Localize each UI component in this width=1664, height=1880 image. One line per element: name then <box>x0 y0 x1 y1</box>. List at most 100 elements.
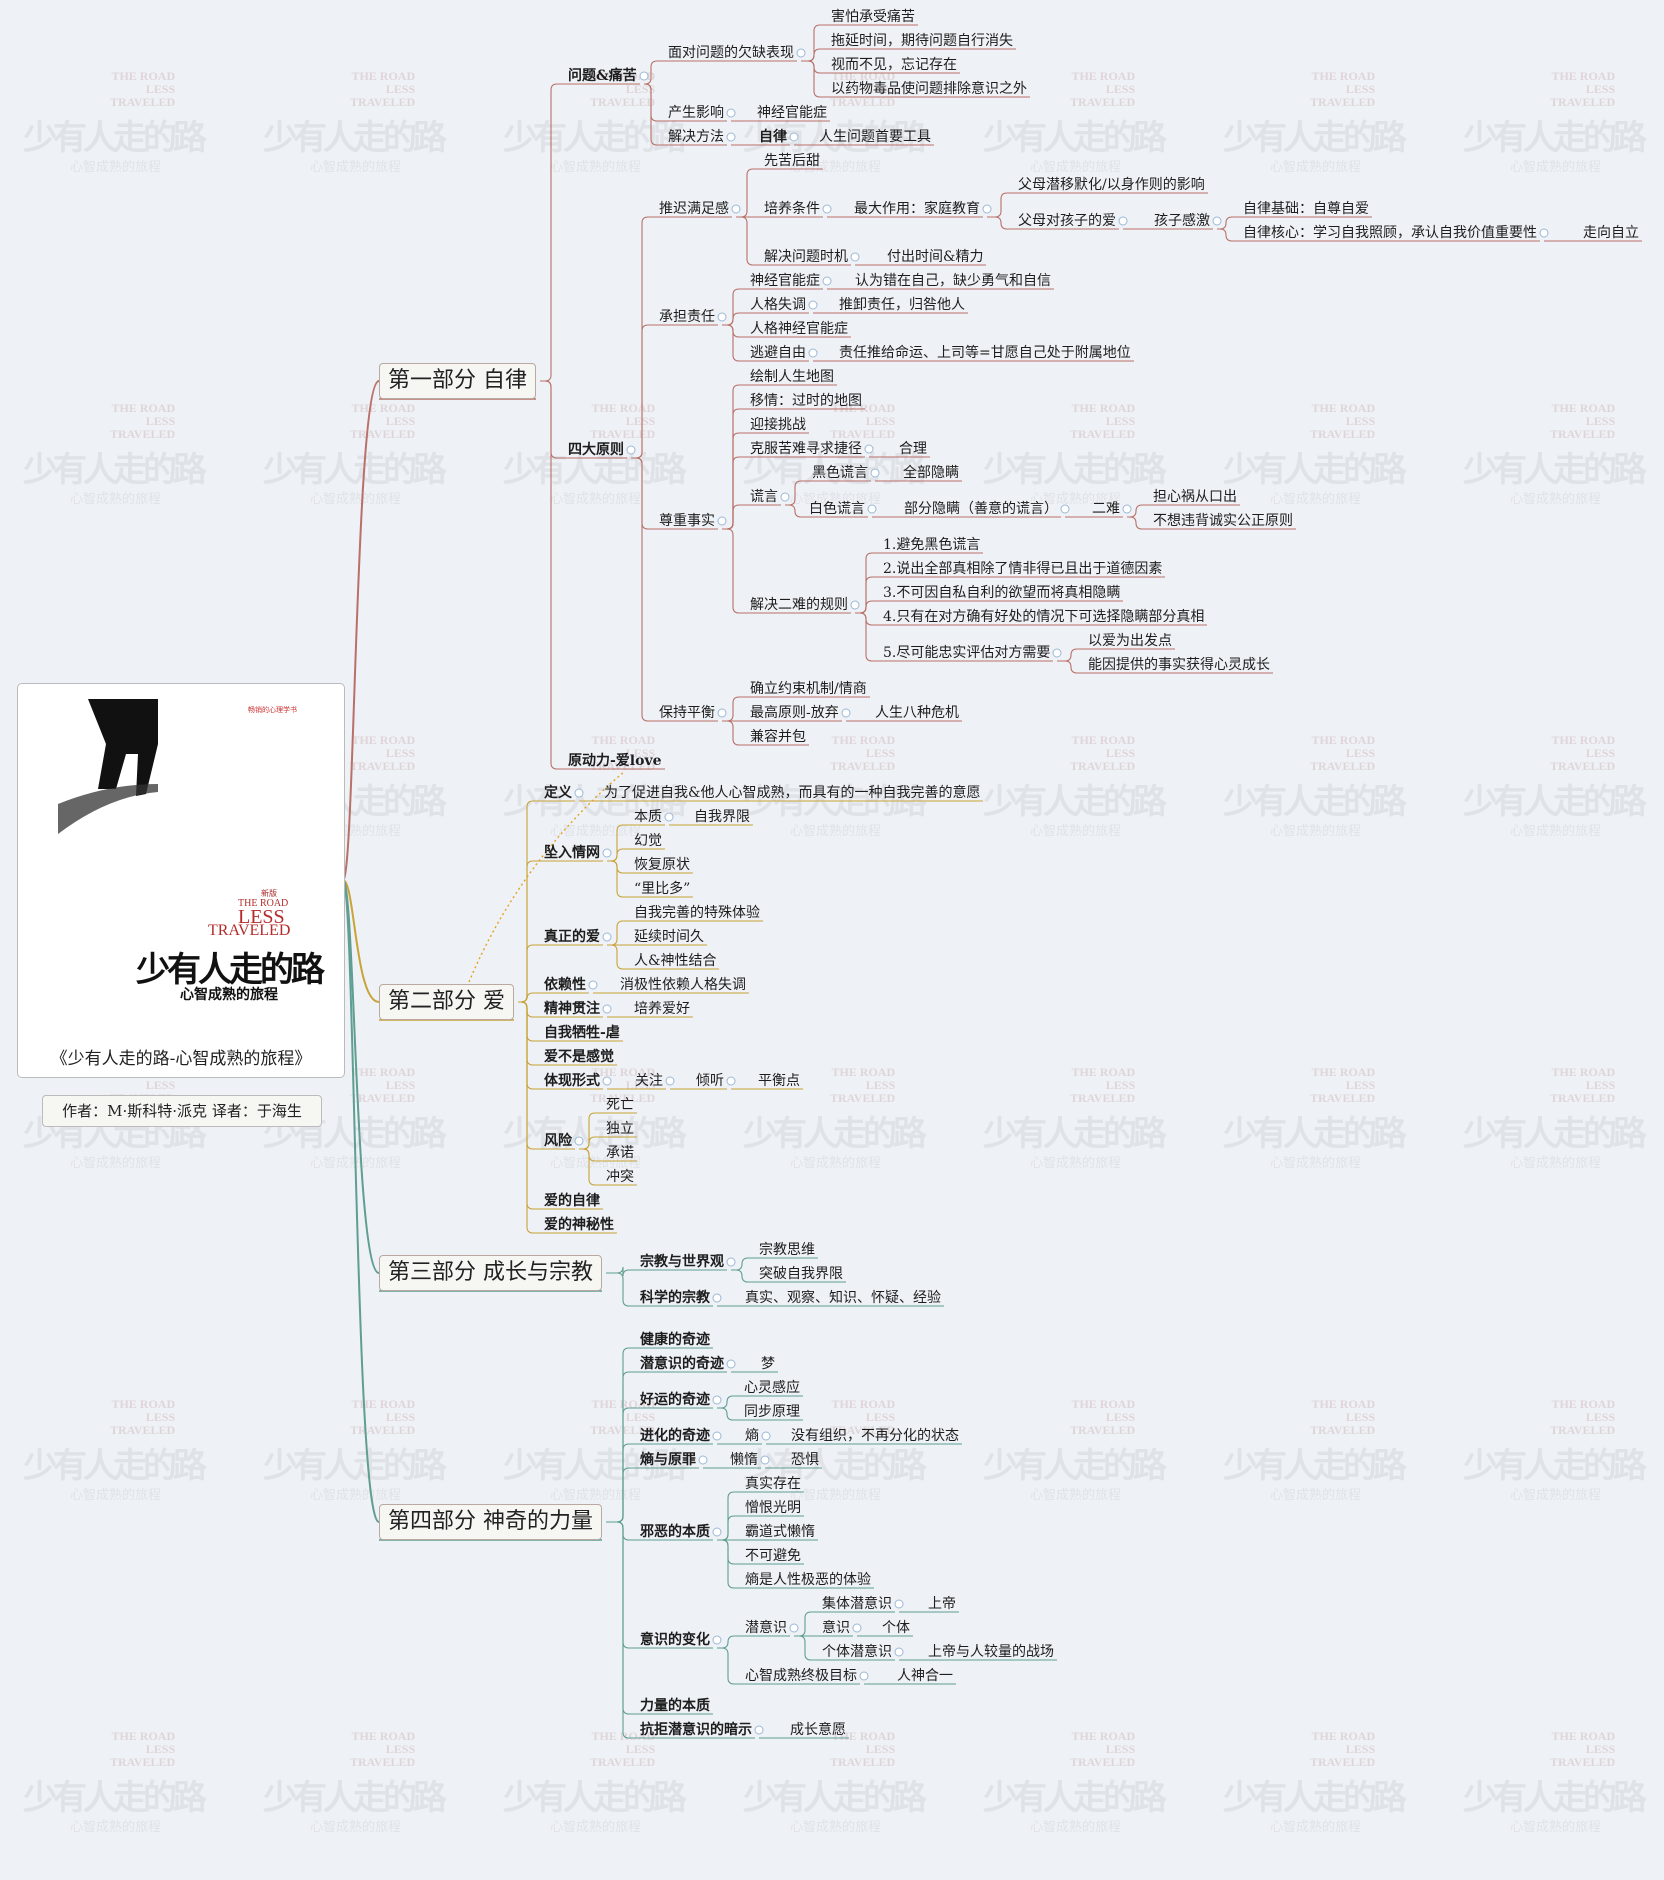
collapse-toggle-icon[interactable] <box>852 1623 862 1633</box>
node-e7a3a[interactable]: 上帝与人较量的战场 <box>928 1644 1054 1660</box>
node-b2[interactable]: 承担责任 <box>659 309 715 325</box>
node-b4a[interactable]: 确立约束机制/情商 <box>750 681 867 697</box>
node-b3d1[interactable]: 合理 <box>899 441 927 457</box>
node-b1b1b1[interactable]: 孩子感激 <box>1154 213 1210 229</box>
collapse-toggle-icon[interactable] <box>664 812 674 822</box>
node-a1-1b[interactable]: 拖延时间，期待问题自行消失 <box>831 33 1013 49</box>
collapse-toggle-icon[interactable] <box>602 848 612 858</box>
node-a1-1[interactable]: 面对问题的欠缺表现 <box>668 45 794 61</box>
node-a1-1a[interactable]: 害怕承受痛苦 <box>831 9 915 25</box>
node-b3c[interactable]: 迎接挑战 <box>750 417 806 433</box>
collapse-toggle-icon[interactable] <box>717 708 727 718</box>
collapse-toggle-icon[interactable] <box>712 1431 722 1441</box>
collapse-toggle-icon[interactable] <box>789 132 799 142</box>
node-c11[interactable]: 爱的神秘性 <box>544 1217 614 1233</box>
collapse-toggle-icon[interactable] <box>1539 228 1549 238</box>
node-c4[interactable]: 依赖性 <box>544 977 586 993</box>
node-e4a[interactable]: 熵 <box>745 1428 759 1444</box>
collapse-toggle-icon[interactable] <box>754 1725 764 1735</box>
node-c9a[interactable]: 死亡 <box>606 1097 634 1113</box>
node-d2a[interactable]: 真实、观察、知识、怀疑、经验 <box>745 1290 941 1306</box>
collapse-toggle-icon[interactable] <box>665 1076 675 1086</box>
collapse-toggle-icon[interactable] <box>588 980 598 990</box>
node-c7[interactable]: 爱不是感觉 <box>544 1049 614 1065</box>
node-a1-3[interactable]: 解决方法 <box>668 129 724 145</box>
collapse-toggle-icon[interactable] <box>717 312 727 322</box>
collapse-toggle-icon[interactable] <box>864 444 874 454</box>
node-e7a[interactable]: 潜意识 <box>745 1620 787 1636</box>
node-c8[interactable]: 体现形式 <box>544 1073 600 1089</box>
node-c5[interactable]: 精神贯注 <box>544 1001 600 1017</box>
node-b1b[interactable]: 培养条件 <box>764 201 820 217</box>
collapse-toggle-icon[interactable] <box>712 1293 722 1303</box>
collapse-toggle-icon[interactable] <box>602 1076 612 1086</box>
node-e6[interactable]: 邪恶的本质 <box>640 1524 710 1540</box>
collapse-toggle-icon[interactable] <box>602 932 612 942</box>
node-b3f3[interactable]: 3.不可因自私自利的欲望而将真相隐瞒 <box>883 585 1121 601</box>
node-b2d[interactable]: 逃避自由 <box>750 345 806 361</box>
node-b1[interactable]: 推迟满足感 <box>659 201 729 217</box>
collapse-toggle-icon[interactable] <box>626 445 636 455</box>
node-a1-3a[interactable]: 自律 <box>759 129 787 145</box>
collapse-toggle-icon[interactable] <box>1212 216 1222 226</box>
node-c3b[interactable]: 延续时间久 <box>634 929 704 945</box>
node-c9c[interactable]: 承诺 <box>606 1145 634 1161</box>
collapse-toggle-icon[interactable] <box>850 600 860 610</box>
collapse-toggle-icon[interactable] <box>726 132 736 142</box>
collapse-toggle-icon[interactable] <box>808 300 818 310</box>
node-c3a[interactable]: 自我完善的特殊体验 <box>634 905 760 921</box>
node-c9b[interactable]: 独立 <box>606 1121 634 1137</box>
collapse-toggle-icon[interactable] <box>1052 648 1062 658</box>
collapse-toggle-icon[interactable] <box>726 1257 736 1267</box>
node-b1b1a[interactable]: 父母潜移默化/以身作则的影响 <box>1018 177 1205 193</box>
node-b3e1a[interactable]: 全部隐瞒 <box>903 465 959 481</box>
collapse-toggle-icon[interactable] <box>712 1395 722 1405</box>
node-e9[interactable]: 抗拒潜意识的暗示 <box>640 1722 752 1738</box>
node-a2[interactable]: 四大原则 <box>568 442 624 458</box>
collapse-toggle-icon[interactable] <box>712 1527 722 1537</box>
node-b3f2[interactable]: 2.说出全部真相除了情非得已且出于道德因素 <box>883 561 1163 577</box>
node-e7b[interactable]: 心智成熟终极目标 <box>745 1668 857 1684</box>
node-e7b1[interactable]: 人神合一 <box>897 1668 953 1684</box>
node-c2a1[interactable]: 自我界限 <box>694 809 750 825</box>
node-a1-1d[interactable]: 以药物毒品使问题排除意识之外 <box>831 81 1027 97</box>
collapse-toggle-icon[interactable] <box>822 204 832 214</box>
node-b3d[interactable]: 克服苦难寻求捷径 <box>750 441 862 457</box>
node-c3[interactable]: 真正的爱 <box>544 929 600 945</box>
node-c1[interactable]: 定义 <box>544 785 572 801</box>
node-b4b[interactable]: 最高原则-放弃 <box>750 705 839 721</box>
node-p4[interactable]: 第四部分 神奇的力量 <box>379 1504 602 1540</box>
node-c8b[interactable]: 倾听 <box>696 1073 724 1089</box>
node-e6c[interactable]: 霸道式懒惰 <box>745 1524 815 1540</box>
collapse-toggle-icon[interactable] <box>602 1004 612 1014</box>
collapse-toggle-icon[interactable] <box>796 48 806 58</box>
node-b3e2[interactable]: 白色谎言 <box>809 501 865 517</box>
node-c9d[interactable]: 冲突 <box>606 1169 634 1185</box>
node-c10[interactable]: 爱的自律 <box>544 1193 600 1209</box>
collapse-toggle-icon[interactable] <box>639 71 649 81</box>
node-b3f[interactable]: 解决二难的规则 <box>750 597 848 613</box>
collapse-toggle-icon[interactable] <box>760 1455 770 1465</box>
node-b1b1b1a[interactable]: 自律基础：自尊自爱 <box>1243 201 1369 217</box>
node-b1b1[interactable]: 最大作用：家庭教育 <box>854 201 980 217</box>
collapse-toggle-icon[interactable] <box>726 1359 736 1369</box>
node-c5a[interactable]: 培养爱好 <box>634 1001 690 1017</box>
node-b3b[interactable]: 移情：过时的地图 <box>750 393 862 409</box>
node-e3a[interactable]: 心灵感应 <box>744 1380 800 1396</box>
collapse-toggle-icon[interactable] <box>726 1076 736 1086</box>
node-e2[interactable]: 潜意识的奇迹 <box>640 1356 724 1372</box>
collapse-toggle-icon[interactable] <box>850 252 860 262</box>
node-e6d[interactable]: 不可避免 <box>745 1548 801 1564</box>
node-b3e[interactable]: 谎言 <box>750 489 778 505</box>
node-b4c[interactable]: 兼容并包 <box>750 729 806 745</box>
node-b3[interactable]: 尊重事实 <box>659 513 715 529</box>
node-b3e1[interactable]: 黑色谎言 <box>812 465 868 481</box>
node-e6a[interactable]: 真实存在 <box>745 1476 801 1492</box>
collapse-toggle-icon[interactable] <box>731 204 741 214</box>
node-e7a2a[interactable]: 个体 <box>882 1620 910 1636</box>
node-b1b1b1b[interactable]: 自律核心：学习自我照顾，承认自我价值重要性 <box>1243 225 1537 241</box>
node-b1c[interactable]: 解决问题时机 <box>764 249 848 265</box>
node-b3e2b1[interactable]: 担心祸从口出 <box>1153 489 1237 505</box>
node-e3[interactable]: 好运的奇迹 <box>640 1392 710 1408</box>
collapse-toggle-icon[interactable] <box>841 708 851 718</box>
